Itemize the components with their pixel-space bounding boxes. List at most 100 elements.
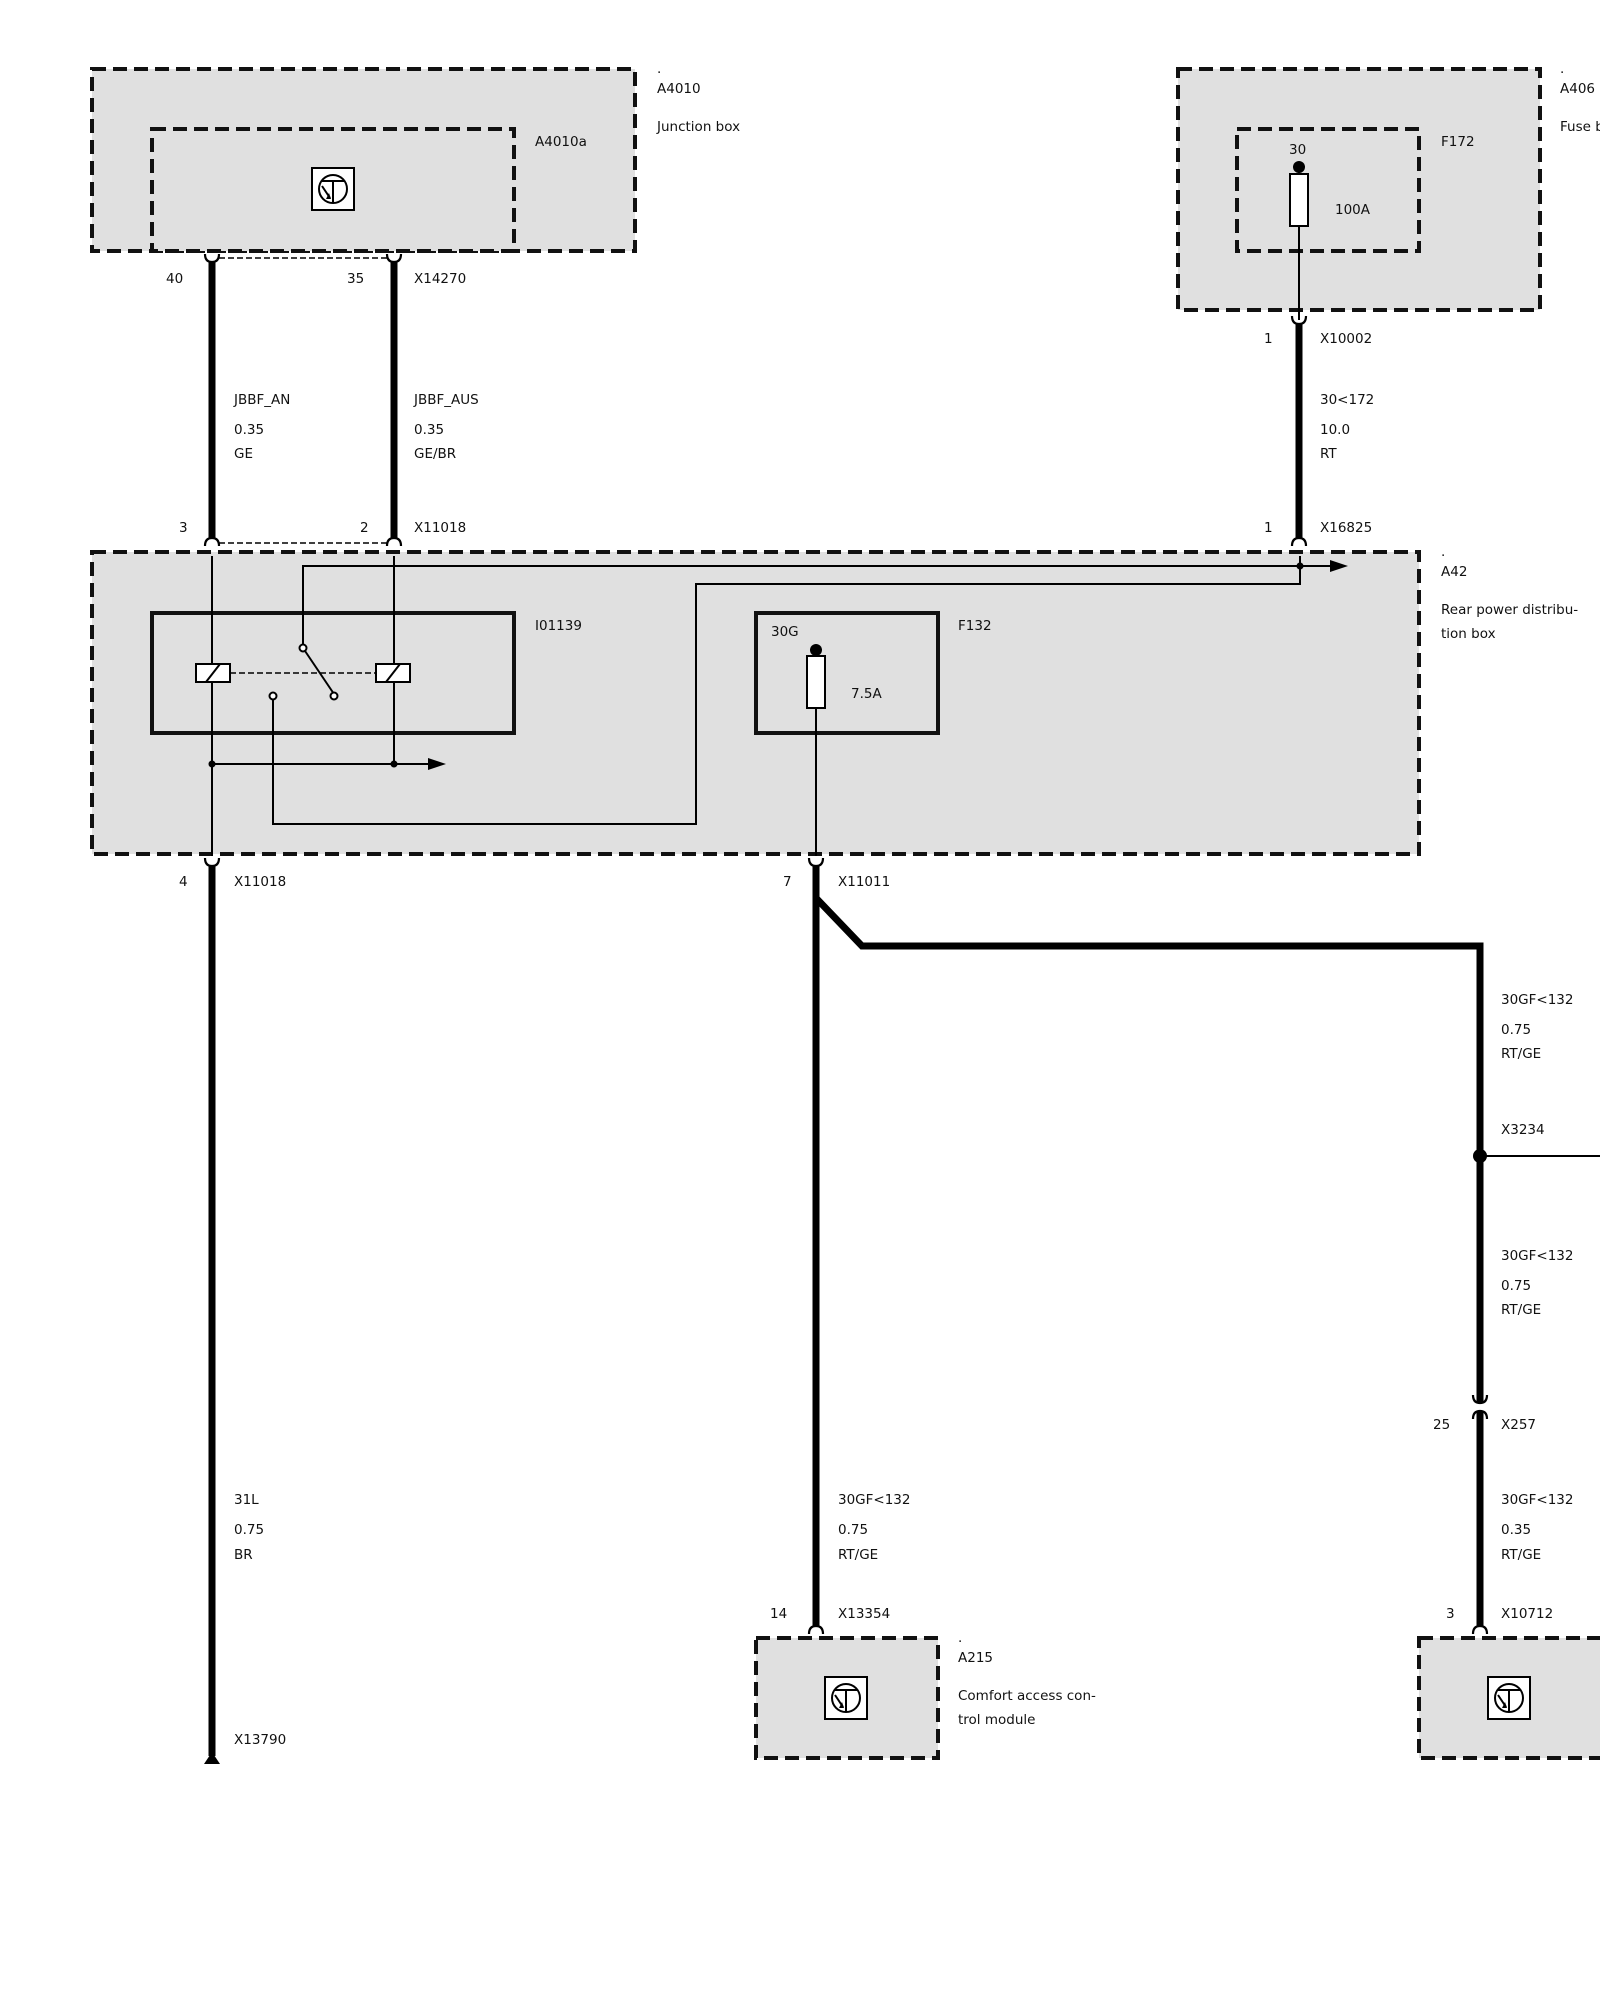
fuse-holder-f172	[1235, 127, 1421, 253]
control-unit-icon	[1487, 1676, 1531, 1720]
wire-jbbf-an-color: GE	[234, 446, 253, 462]
f132-pin: 30G	[771, 624, 799, 640]
a215-id: A215	[958, 1650, 993, 1666]
wire-30gf-upper-signal: 30GF<132	[1501, 992, 1573, 1008]
fuse-icon	[806, 644, 826, 856]
wire-30-172-signal: 30<172	[1320, 392, 1374, 408]
wire-30gf-a215-signal: 30GF<132	[838, 1492, 910, 1508]
wire-31l-signal: 31L	[234, 1492, 259, 1508]
x13790-id: X13790	[234, 1732, 286, 1748]
connector-x11011: 7 X11011	[783, 857, 890, 890]
a215-dot: .	[958, 1630, 962, 1646]
wire-jbbf-an-signal: JBBF_AN	[233, 392, 290, 408]
fuse-f132: F132 30G 7.5A	[754, 611, 992, 856]
wire-30-172-size: 10.0	[1320, 422, 1350, 438]
wire-30gf-upper-color: RT/GE	[1501, 1046, 1541, 1062]
x11018-bottom-pin: 4	[179, 874, 188, 890]
wire-30-172-color: RT	[1320, 446, 1337, 462]
wire-jbbf-aus: JBBF_AUS 0.35 GE/BR	[390, 262, 479, 538]
x11018-bottom-id: X11018	[234, 874, 286, 890]
wire-jbbf-aus-signal: JBBF_AUS	[413, 392, 479, 408]
control-unit-icon	[311, 167, 355, 211]
f132-id: F132	[958, 618, 992, 634]
a42-name-line2: tion box	[1441, 626, 1496, 642]
wire-30gf-a215: 30GF<132 0.75 RT/GE	[812, 866, 910, 1626]
f172-rating: 100A	[1335, 202, 1371, 218]
x11018-top-id: X11018	[414, 520, 466, 536]
wire-30gf-a215-size: 0.75	[838, 1522, 868, 1538]
wire-jbbf-an-size: 0.35	[234, 422, 264, 438]
a4010-name: Junction box	[656, 119, 740, 135]
x257-id: X257	[1501, 1417, 1536, 1433]
a42-id: A42	[1441, 564, 1467, 580]
a4010-dot: .	[657, 61, 661, 77]
relay-coil-left-icon	[195, 663, 231, 683]
wire-30gf-upper-size: 0.75	[1501, 1022, 1531, 1038]
relay-coil-right-icon	[375, 663, 411, 683]
a406-id: A406	[1560, 81, 1595, 97]
comfort-access-module-a215: . A215 Comfort access con- trol module	[754, 1630, 1096, 1760]
x16825-pin: 1	[1264, 520, 1273, 536]
rear-power-distribution-box-a42: . A42 Rear power distribu- tion box I011…	[90, 544, 1578, 856]
wire-jbbf-an: JBBF_AN 0.35 GE	[208, 262, 290, 538]
x11018-top-pin-b: 2	[360, 520, 369, 536]
x16825-id: X16825	[1320, 520, 1372, 536]
wire-30gf-right-low-signal: 30GF<132	[1501, 1492, 1573, 1508]
wire-30gf-mid-signal: 30GF<132	[1501, 1248, 1573, 1264]
x14270-pin-a: 40	[166, 271, 183, 287]
x13354-id: X13354	[838, 1606, 890, 1622]
fuse-icon	[1289, 161, 1309, 320]
a4010-id: A4010	[657, 81, 701, 97]
a42-dot: .	[1441, 544, 1445, 560]
a406-name: Fuse b	[1560, 119, 1600, 135]
control-unit-icon	[824, 1676, 868, 1720]
x10712-id: X10712	[1501, 1606, 1553, 1622]
junction-box-a4010: . A4010 Junction box A4010a	[90, 61, 740, 253]
wire-30gf-mid-color: RT/GE	[1501, 1302, 1541, 1318]
a215-name-line2: trol module	[958, 1712, 1035, 1728]
wire-30gf-a215-color: RT/GE	[838, 1547, 878, 1563]
wire-30gf-right-low-size: 0.35	[1501, 1522, 1531, 1538]
a4010a-id: A4010a	[535, 134, 587, 150]
a215-name-line1: Comfort access con-	[958, 1688, 1096, 1704]
wire-30gf-mid-size: 0.75	[1501, 1278, 1531, 1294]
fuse-box-a406: . A406 Fuse b F172 30 100A	[1176, 61, 1600, 320]
i01139-id: I01139	[535, 618, 582, 634]
x10002-pin: 1	[1264, 331, 1273, 347]
wire-30gf-right-low: 30GF<132 0.35 RT/GE	[1476, 1411, 1573, 1626]
x11011-pin: 7	[783, 874, 792, 890]
wire-jbbf-aus-size: 0.35	[414, 422, 444, 438]
connector-x10002: 1 X10002	[1264, 315, 1372, 347]
x14270-pin-b: 35	[347, 271, 364, 287]
x11018-top-pin-a: 3	[179, 520, 188, 536]
x10712-pin: 3	[1446, 1606, 1455, 1622]
connector-x11018-top: 3 2 X11018	[179, 520, 466, 547]
connector-x11018-bottom: 4 X11018	[179, 857, 286, 890]
relay-switch-icon	[268, 643, 339, 701]
x257-pin: 25	[1433, 1417, 1450, 1433]
arrow-icon	[1330, 560, 1348, 572]
f172-pin: 30	[1289, 142, 1306, 158]
connector-x13790: X13790	[204, 1732, 286, 1764]
f132-rating: 7.5A	[851, 686, 882, 702]
wire-31l: 31L 0.75 BR	[208, 866, 264, 1756]
x11011-id: X11011	[838, 874, 890, 890]
wire-30gf-right-low-color: RT/GE	[1501, 1547, 1541, 1563]
control-module-right	[1417, 1636, 1600, 1760]
connector-x257: 25 X257	[1433, 1394, 1536, 1433]
a406-dot: .	[1560, 61, 1564, 77]
splice-x3234: X3234	[1473, 1122, 1600, 1163]
connector-x16825: 1 X16825	[1264, 520, 1372, 547]
x3234-id: X3234	[1501, 1122, 1545, 1138]
wire-30gf-branch: 30GF<132 0.75 RT/GE 30GF<132 0.75 RT/GE	[813, 895, 1573, 1403]
wire-31l-size: 0.75	[234, 1522, 264, 1538]
connector-x13354: 14 X13354	[770, 1606, 890, 1635]
x14270-id: X14270	[414, 271, 466, 287]
arrow-icon	[428, 758, 446, 770]
wire-jbbf-aus-color: GE/BR	[414, 446, 456, 462]
wire-30-172: 30<172 10.0 RT	[1295, 324, 1374, 538]
connector-x14270: 40 35 X14270	[166, 253, 466, 287]
x10002-id: X10002	[1320, 331, 1372, 347]
wire-31l-color: BR	[234, 1547, 253, 1563]
